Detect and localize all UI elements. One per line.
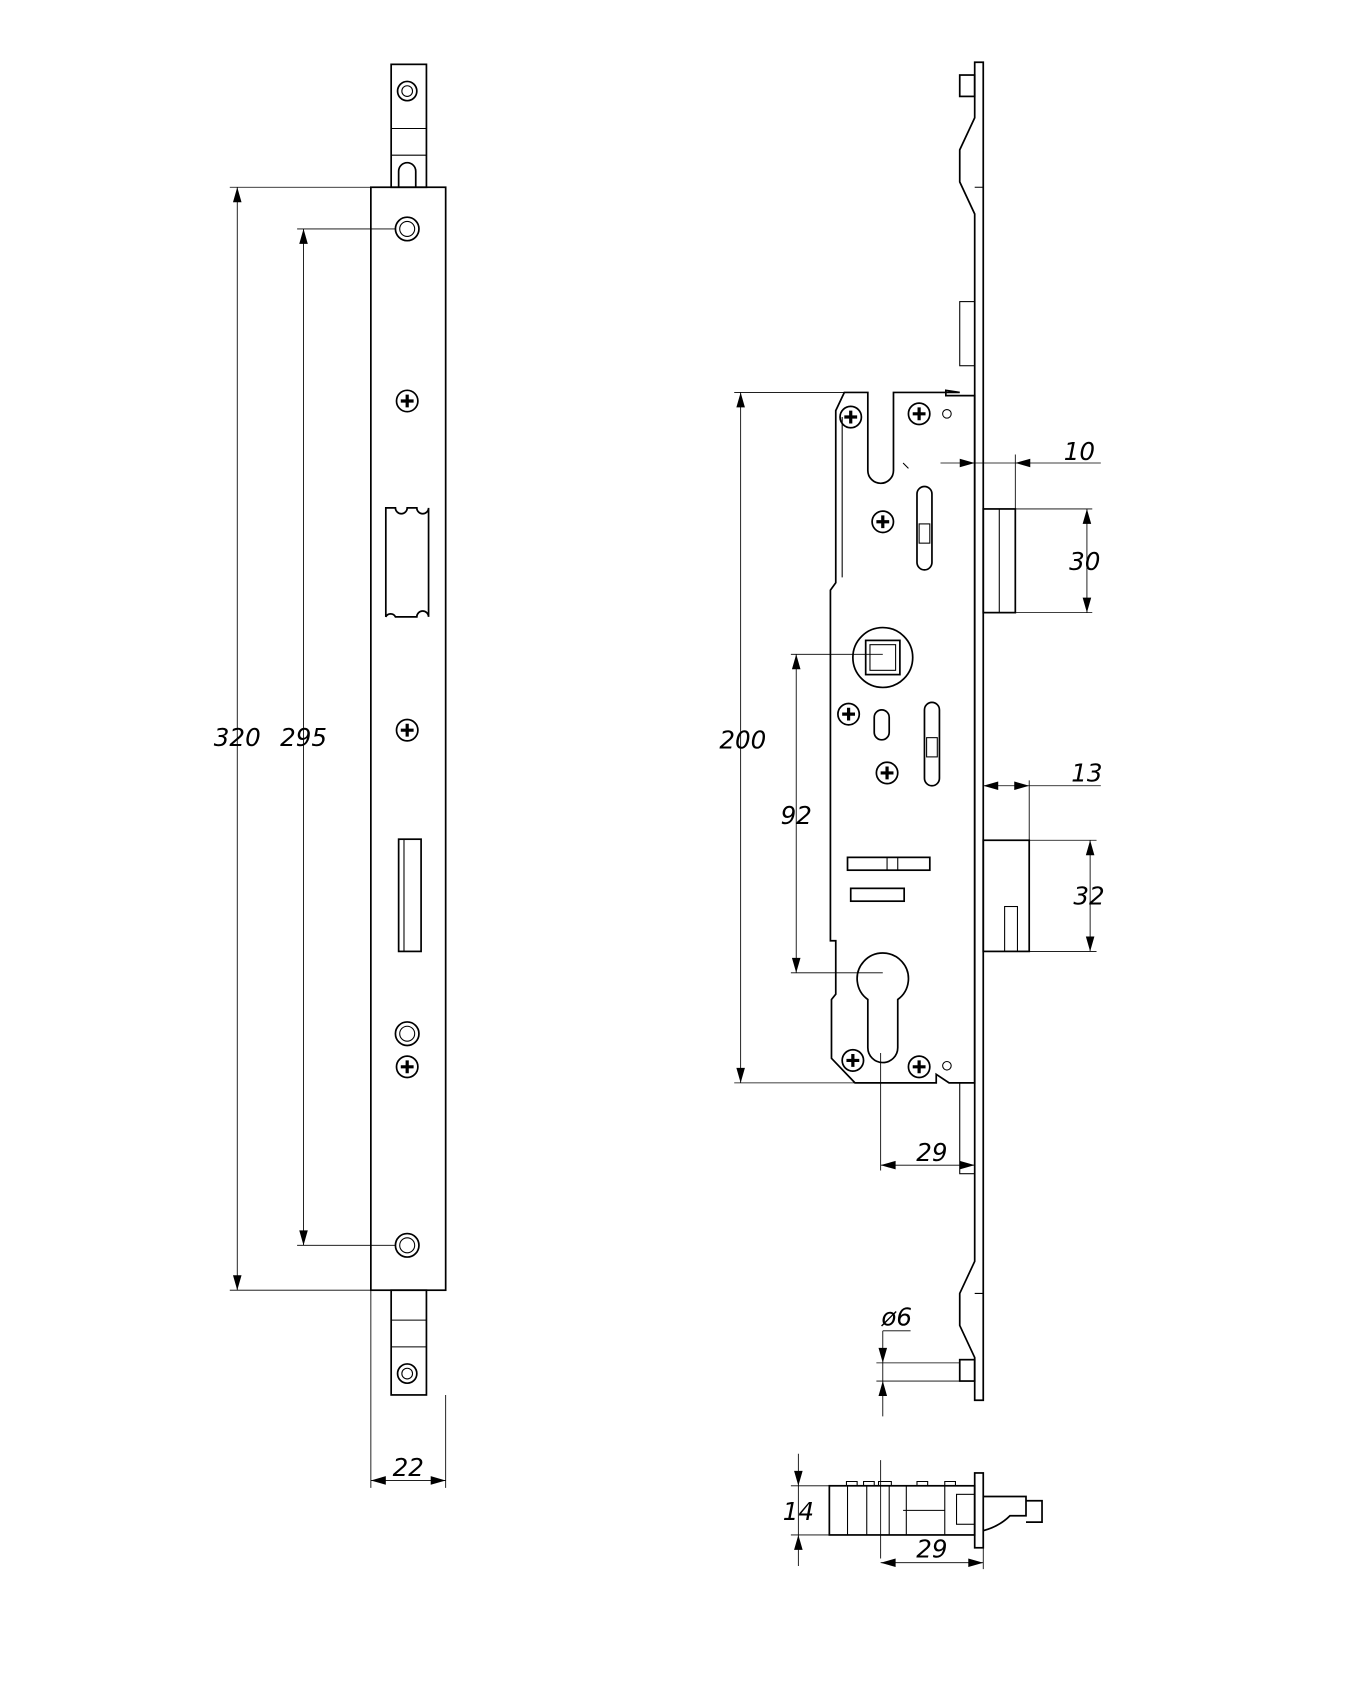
dim-latch-throw: 10: [1064, 437, 1095, 466]
dim-hole-spacing: 295: [280, 723, 327, 752]
screw-icon: [394, 1054, 420, 1080]
screw-icon: [840, 1048, 866, 1073]
screw-icon: [870, 509, 896, 535]
screw-icon: [874, 760, 900, 786]
dim-pin-diameter: ø6: [880, 1302, 912, 1331]
faceplate: [370, 186, 447, 1292]
screw-icon: [906, 401, 932, 427]
dim-deadbolt-throw: 13: [1071, 758, 1102, 787]
screw-icon: [906, 1054, 932, 1080]
dim-case-height: 200: [719, 725, 766, 754]
front-view: 320 295 22: [214, 63, 447, 1488]
bottom-tab: [390, 1289, 428, 1396]
fixing-hole-icon: [394, 216, 420, 242]
cylinder-cutout: [856, 952, 910, 1064]
dim-latch-height: 30: [1069, 547, 1100, 576]
deadbolt: [982, 839, 1031, 953]
screw-icon: [394, 717, 420, 743]
fixing-hole-icon: [394, 1021, 420, 1047]
side-view: 200 92 10 30 13 32 29 ø6: [719, 61, 1105, 1417]
fixing-hole-icon: [394, 1232, 420, 1258]
dim-bottom-backset: 29: [916, 1534, 947, 1563]
faceplate-strip: [958, 61, 985, 1402]
dim-backset: 29: [916, 1138, 947, 1167]
screw-icon: [394, 388, 420, 414]
screw-icon: [838, 404, 864, 430]
dim-faceplate-width: 22: [393, 1453, 424, 1482]
deadbolt-slot: [397, 838, 422, 953]
follower-hub: [852, 626, 914, 689]
dim-deadbolt-height: 32: [1073, 881, 1104, 910]
top-tab: [390, 63, 428, 189]
dim-overall-length: 320: [214, 723, 261, 752]
latch-slot: [384, 507, 430, 618]
bottom-view: 14 29: [783, 1453, 1043, 1570]
dim-centre-distance: 92: [781, 801, 812, 830]
lock-case: [829, 389, 976, 1084]
dim-case-thickness: 14: [783, 1497, 814, 1526]
screw-icon: [836, 701, 861, 727]
